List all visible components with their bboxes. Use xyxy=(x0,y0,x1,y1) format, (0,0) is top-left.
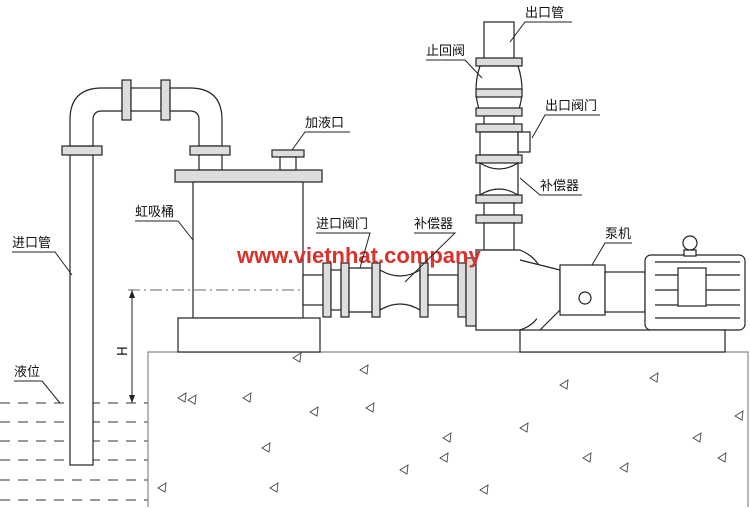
aggregate-mark xyxy=(442,432,452,443)
label-filling-port: 加液口 xyxy=(305,116,344,131)
label-liquid-level: 液位 xyxy=(14,365,40,380)
aggregate-mark xyxy=(177,392,187,403)
aggregate-mark xyxy=(157,482,167,493)
height-dimension: H xyxy=(116,289,305,403)
labels: 出口管 止回阀 出口阀门 补偿器 加液口 虹吸桶 进口阀门 补偿器 泵机 进口管… xyxy=(12,6,632,404)
pump-unit xyxy=(465,235,746,353)
aggregate-mark xyxy=(519,422,529,433)
watermark: www.vietnhat.company xyxy=(236,243,481,268)
label-compensator-top: 补偿器 xyxy=(540,179,579,194)
aggregate-mark xyxy=(479,484,489,495)
aggregate-mark xyxy=(365,402,375,413)
label-inlet-valve: 进口阀门 xyxy=(316,217,368,232)
aggregate-mark xyxy=(717,452,727,463)
label-siphon-tank: 虹吸桶 xyxy=(135,205,174,220)
aggregate-mark xyxy=(269,482,279,493)
label-pump: 泵机 xyxy=(605,227,631,242)
aggregate-mark xyxy=(399,464,409,475)
label-check-valve: 止回阀 xyxy=(426,44,465,59)
suction-line xyxy=(302,262,467,318)
discharge-line xyxy=(475,21,531,251)
aggregate-mark xyxy=(439,452,449,463)
aggregate-mark xyxy=(187,394,197,405)
height-label: H xyxy=(116,346,131,356)
aggregate-mark xyxy=(242,392,252,403)
aggregate-mark xyxy=(309,406,319,417)
aggregate-mark xyxy=(619,462,629,473)
aggregate-mark xyxy=(359,364,369,375)
aggregate-mark xyxy=(734,410,744,421)
inlet-pipe xyxy=(61,79,231,466)
aggregate-mark xyxy=(261,442,271,453)
aggregate-mark xyxy=(692,432,702,443)
aggregate-mark xyxy=(559,379,569,390)
concrete-foundation xyxy=(147,351,749,507)
label-outlet-pipe: 出口管 xyxy=(525,6,564,21)
aggregate-mark xyxy=(292,352,302,363)
aggregate-mark xyxy=(582,452,592,463)
siphon-tank xyxy=(174,149,323,353)
label-outlet-valve: 出口阀门 xyxy=(545,99,597,114)
label-inlet-pipe: 进口管 xyxy=(12,236,51,251)
label-compensator-bottom: 补偿器 xyxy=(414,217,453,232)
aggregate-mark xyxy=(649,372,659,383)
